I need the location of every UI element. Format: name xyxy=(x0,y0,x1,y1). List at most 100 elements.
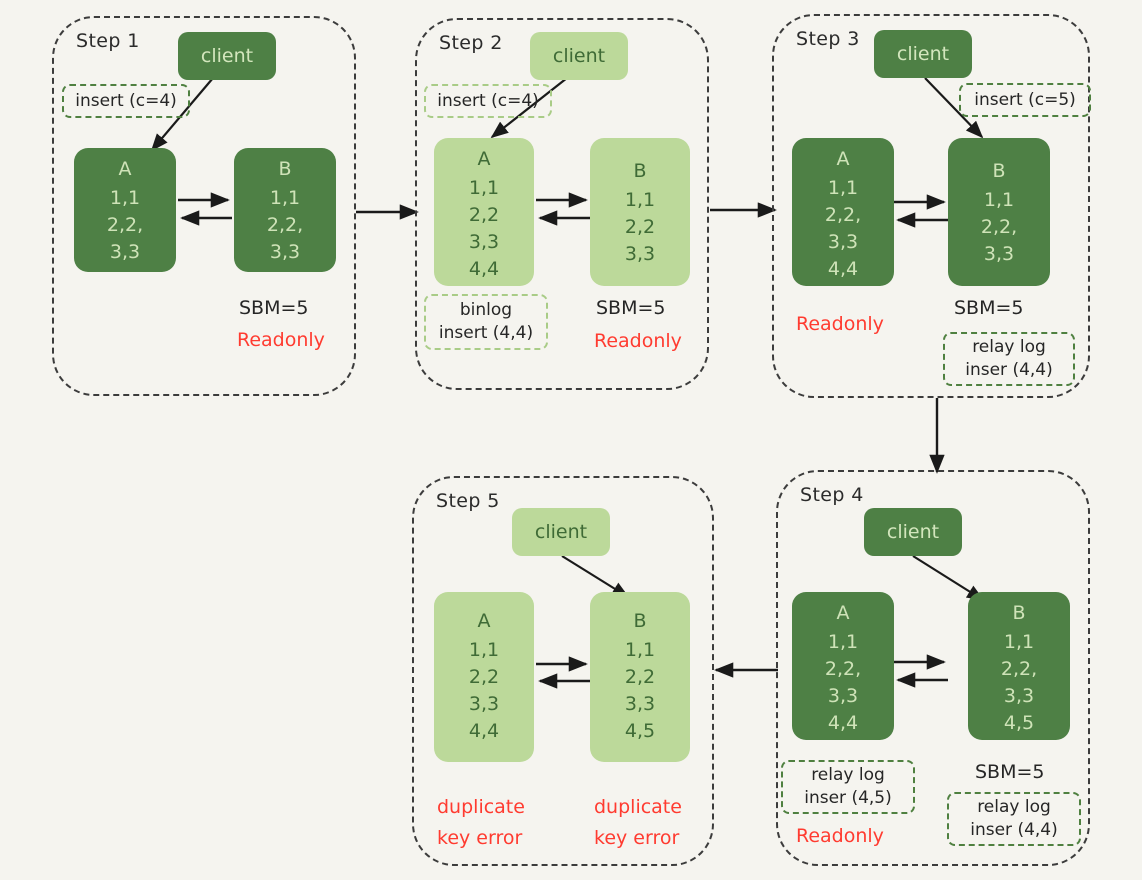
step-5-node-b-row-3: 4,5 xyxy=(624,719,656,742)
step-3-node-b-row-2: 3,3 xyxy=(983,242,1015,265)
step-4-node-a-row-0: 1,1 xyxy=(827,630,859,653)
step-2-node-b-name: B xyxy=(633,160,647,182)
step-5-node-a-row-3: 4,4 xyxy=(468,719,500,742)
step-5-error-right-line2: key error xyxy=(594,827,680,849)
step-2-node-b-row-1: 2,2 xyxy=(624,215,656,238)
step-1-sbm-label: SBM=5 xyxy=(239,297,309,319)
step-4-relay-log-right-line2: inser (4,4) xyxy=(970,820,1058,840)
step-3-relay-log-line1: relay log xyxy=(972,337,1046,358)
step-5-client-box[interactable]: client xyxy=(512,508,610,556)
step-2-sbm-label: SBM=5 xyxy=(596,297,666,319)
step-panel-1[interactable]: Step 1 xyxy=(52,16,356,396)
step-panel-5[interactable]: Step 5 xyxy=(412,476,714,866)
step-3-node-b[interactable]: B 1,1 2,2, 3,3 xyxy=(948,138,1050,286)
step-5-node-b-row-2: 3,3 xyxy=(624,692,656,715)
step-4-readonly-label: Readonly xyxy=(796,825,884,847)
step-5-title: Step 5 xyxy=(436,490,500,512)
step-5-node-a[interactable]: A 1,1 2,2 3,3 4,4 xyxy=(434,592,534,762)
step-5-node-b-row-1: 2,2 xyxy=(624,665,656,688)
step-3-sbm-label: SBM=5 xyxy=(954,297,1024,319)
step-3-node-a-row-3: 4,4 xyxy=(827,257,859,280)
step-2-insert-note: insert (c=4) xyxy=(424,84,552,118)
step-3-node-a-row-2: 3,3 xyxy=(827,230,859,253)
step-1-node-b[interactable]: B 1,1 2,2, 3,3 xyxy=(234,148,336,272)
step-1-node-b-row-0: 1,1 xyxy=(269,186,301,209)
step-5-node-a-row-2: 3,3 xyxy=(468,692,500,715)
step-1-title: Step 1 xyxy=(76,30,140,52)
step-1-readonly-label: Readonly xyxy=(237,329,325,351)
step-1-client-label: client xyxy=(200,45,254,67)
step-4-relay-log-left-line2: inser (4,5) xyxy=(804,788,892,808)
step-4-node-a-row-2: 3,3 xyxy=(827,684,859,707)
step-5-node-a-row-1: 2,2 xyxy=(468,665,500,688)
step-3-node-a-name: A xyxy=(836,148,850,170)
step-1-node-b-row-1: 2,2, xyxy=(266,213,304,236)
step-3-readonly-label: Readonly xyxy=(796,313,884,335)
step-2-client-box[interactable]: client xyxy=(530,32,628,80)
step-4-relay-log-left-line1: relay log xyxy=(811,765,885,786)
step-3-client-label: client xyxy=(896,43,950,65)
step-3-insert-note-label: insert (c=5) xyxy=(974,89,1076,110)
step-panel-2[interactable]: Step 2 xyxy=(415,18,709,390)
step-4-node-b-name: B xyxy=(1012,602,1026,624)
step-2-node-b-row-0: 1,1 xyxy=(624,188,656,211)
step-1-client-box[interactable]: client xyxy=(178,32,276,80)
step-5-error-right-line1: duplicate xyxy=(594,796,682,818)
step-4-node-b-row-2: 3,3 xyxy=(1003,684,1035,707)
step-1-insert-note-label: insert (c=4) xyxy=(75,90,177,111)
step-3-node-a-row-0: 1,1 xyxy=(827,176,859,199)
step-2-binlog-note: binlog insert (4,4) xyxy=(424,294,548,350)
step-2-binlog-note-line1: binlog xyxy=(459,300,513,321)
step-2-node-a-row-1: 2,2 xyxy=(468,203,500,226)
step-2-node-a-row-0: 1,1 xyxy=(468,176,500,199)
step-1-node-b-row-2: 3,3 xyxy=(269,240,301,263)
step-4-node-b-row-3: 4,5 xyxy=(1003,711,1035,734)
step-2-node-b-row-2: 3,3 xyxy=(624,242,656,265)
step-4-relay-log-right-line1: relay log xyxy=(977,797,1051,818)
step-panel-3[interactable]: Step 3 xyxy=(772,14,1090,398)
step-3-node-b-row-0: 1,1 xyxy=(983,188,1015,211)
step-1-node-a-name: A xyxy=(118,158,132,180)
step-3-relay-log-line2: inser (4,4) xyxy=(965,360,1053,380)
step-2-node-a-row-3: 4,4 xyxy=(468,257,500,280)
step-1-node-a-row-2: 3,3 xyxy=(109,240,141,263)
step-panel-4[interactable]: Step 4 xyxy=(776,470,1090,866)
step-3-node-b-name: B xyxy=(992,160,1006,182)
step-1-node-a-row-1: 2,2, xyxy=(106,213,144,236)
step-2-node-b[interactable]: B 1,1 2,2 3,3 xyxy=(590,138,690,286)
step-4-relay-log-note-right: relay log inser (4,4) xyxy=(947,792,1081,846)
step-2-title: Step 2 xyxy=(439,32,503,54)
step-4-node-a-row-3: 4,4 xyxy=(827,711,859,734)
step-2-client-label: client xyxy=(552,45,606,67)
step-5-node-b-row-0: 1,1 xyxy=(624,638,656,661)
step-1-insert-note: insert (c=4) xyxy=(62,84,190,118)
step-4-node-a-row-1: 2,2, xyxy=(824,657,862,680)
step-1-node-a[interactable]: A 1,1 2,2, 3,3 xyxy=(74,148,176,272)
step-4-node-b-row-0: 1,1 xyxy=(1003,630,1035,653)
step-4-node-b-row-1: 2,2, xyxy=(1000,657,1038,680)
step-4-client-label: client xyxy=(886,521,940,543)
step-5-node-a-name: A xyxy=(477,610,491,632)
step-5-node-a-row-0: 1,1 xyxy=(468,638,500,661)
step-4-node-a[interactable]: A 1,1 2,2, 3,3 4,4 xyxy=(792,592,894,740)
step-2-node-a-name: A xyxy=(477,148,491,170)
step-3-insert-note: insert (c=5) xyxy=(959,83,1091,117)
step-2-node-a-row-2: 3,3 xyxy=(468,230,500,253)
step-5-node-b-name: B xyxy=(633,610,647,632)
step-3-node-b-row-1: 2,2, xyxy=(980,215,1018,238)
step-4-sbm-label: SBM=5 xyxy=(975,761,1045,783)
step-3-client-box[interactable]: client xyxy=(874,30,972,78)
step-4-node-b[interactable]: B 1,1 2,2, 3,3 4,5 xyxy=(968,592,1070,740)
step-5-node-b[interactable]: B 1,1 2,2 3,3 4,5 xyxy=(590,592,690,762)
step-2-readonly-label: Readonly xyxy=(594,330,682,352)
step-3-node-a[interactable]: A 1,1 2,2, 3,3 4,4 xyxy=(792,138,894,286)
step-4-client-box[interactable]: client xyxy=(864,508,962,556)
step-4-title: Step 4 xyxy=(800,484,864,506)
step-5-error-left-line1: duplicate xyxy=(437,796,525,818)
step-3-node-a-row-1: 2,2, xyxy=(824,203,862,226)
step-3-title: Step 3 xyxy=(796,28,860,50)
step-4-node-a-name: A xyxy=(836,602,850,624)
step-2-node-a[interactable]: A 1,1 2,2 3,3 4,4 xyxy=(434,138,534,286)
step-1-node-b-name: B xyxy=(278,158,292,180)
